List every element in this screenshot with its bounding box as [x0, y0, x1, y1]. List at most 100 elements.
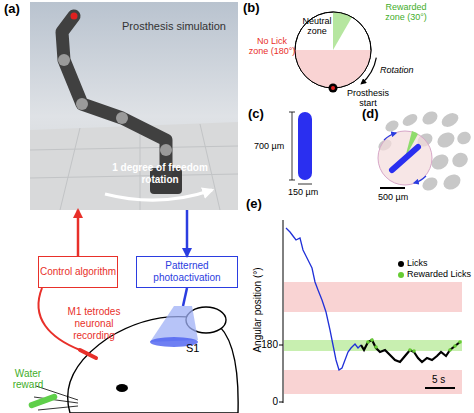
- rotation-arrow: [361, 58, 376, 84]
- zone-circle: [295, 12, 371, 88]
- no-lick-band: [284, 282, 462, 312]
- dimension-line: [298, 184, 312, 185]
- robot-arm: [62, 16, 166, 172]
- robot-tip-marker: [71, 13, 78, 20]
- prosthesis-start-marker: [329, 84, 338, 93]
- barrel: [439, 110, 461, 129]
- legend-swatch: [398, 261, 404, 267]
- legend-swatch: [398, 272, 404, 278]
- scale-label: 5 s: [432, 374, 445, 386]
- legend-text: Rewarded Licks: [407, 269, 471, 280]
- legend-item: Licks: [398, 258, 471, 269]
- rotation-label: Rotation: [380, 64, 414, 76]
- scale-bar: [380, 187, 405, 189]
- lick-dot: [408, 348, 412, 352]
- zone-outline: [295, 12, 371, 88]
- barrel-field: [376, 109, 473, 193]
- lick-dot: [366, 340, 370, 344]
- water-spout: [28, 393, 58, 409]
- barrel: [441, 171, 464, 192]
- connector-arrow: [77, 210, 80, 256]
- legend-text: Licks: [407, 258, 428, 269]
- light-path: [183, 288, 187, 306]
- rotation-arrow: [105, 190, 212, 200]
- panel-label: (c): [248, 108, 264, 120]
- zone-label: Rewarded zone (30°): [376, 2, 436, 22]
- rotation-caption: 1 degree of freedom rotation: [104, 162, 216, 186]
- tick-label: 180: [256, 339, 278, 351]
- y-axis: [283, 220, 284, 403]
- rewarded-licks: [366, 338, 462, 353]
- simulation-panel: Prosthesis simulation 1 degree of freedom…: [30, 2, 238, 210]
- render-background: [30, 2, 238, 210]
- axis-tick: [279, 402, 283, 403]
- dimension-tick: [289, 112, 295, 113]
- barrel: [401, 112, 420, 129]
- panel-title: Prosthesis simulation: [122, 20, 226, 33]
- tile-line: [30, 174, 238, 178]
- zone-label: No Lick zone (180°): [246, 36, 298, 56]
- lick-dot: [370, 338, 374, 342]
- lick-dot: [453, 344, 457, 348]
- rotation-arrow: [384, 133, 396, 140]
- legend-item: Rewarded Licks: [398, 269, 471, 280]
- barrel: [455, 129, 473, 146]
- box-label: Patterned photoactivation: [137, 260, 237, 284]
- rewarded-zone: [333, 12, 352, 50]
- robot-joint: [160, 144, 172, 156]
- dimension-label: 700 µm: [254, 140, 284, 152]
- mouse-eye: [116, 384, 128, 392]
- robot-joint: [116, 112, 128, 124]
- rotation-arrow: [414, 176, 426, 183]
- axis-tick: [279, 345, 283, 346]
- lick-dot: [448, 348, 452, 352]
- axis-title: Angular position (°): [252, 248, 264, 372]
- control-box: Control algorithm: [38, 256, 118, 288]
- tetrode-implant: [80, 350, 96, 358]
- position-trace: [286, 228, 361, 370]
- lick-trace: [361, 340, 460, 362]
- start-label: Prosthesis start: [342, 88, 394, 108]
- light-bar: [298, 112, 312, 180]
- no-lick-band: [284, 370, 462, 394]
- robot-joint: [76, 98, 88, 110]
- barrel: [420, 109, 440, 127]
- light-bar: [392, 147, 418, 170]
- box-label: Control algorithm: [40, 266, 116, 278]
- light-cone: [150, 306, 198, 342]
- floor-tiles: [30, 124, 238, 210]
- whisker: [38, 406, 78, 410]
- connector-arrow: [186, 210, 189, 256]
- dimension-tick: [289, 180, 295, 181]
- robot-joint: [58, 54, 70, 66]
- barrel: [435, 129, 458, 150]
- time-scale-bar: [425, 387, 455, 389]
- photoactivation-box: Patterned photoactivation: [136, 256, 238, 288]
- barrel: [450, 150, 471, 170]
- panel-label: (e): [246, 198, 262, 210]
- tile-line: [60, 128, 80, 210]
- zone-label: Neutral zone: [298, 16, 336, 36]
- lick-dot: [412, 349, 416, 353]
- lick-dot: [374, 345, 378, 349]
- recording-label: M1 tetrodes neuronal recording: [54, 306, 134, 342]
- dimension-line: [292, 112, 293, 180]
- dimension-label: 150 µm: [288, 186, 318, 198]
- prosthesis-start-dot: [331, 86, 335, 90]
- panel-label: (b): [243, 2, 260, 14]
- rotation-circle: [378, 131, 432, 185]
- panel-label: (a): [4, 3, 20, 15]
- panel-label: (d): [362, 108, 379, 120]
- tile-line: [30, 146, 238, 150]
- tick-label: 0: [256, 396, 278, 408]
- legend: LicksRewarded Licks: [398, 258, 471, 280]
- lick-dot: [458, 340, 462, 344]
- no-lick-zone: [295, 50, 371, 88]
- render-floor: [30, 122, 238, 210]
- scale-label: 500 µm: [378, 191, 408, 203]
- reward-label: Water reward: [2, 368, 54, 390]
- area-label: S1: [186, 342, 199, 354]
